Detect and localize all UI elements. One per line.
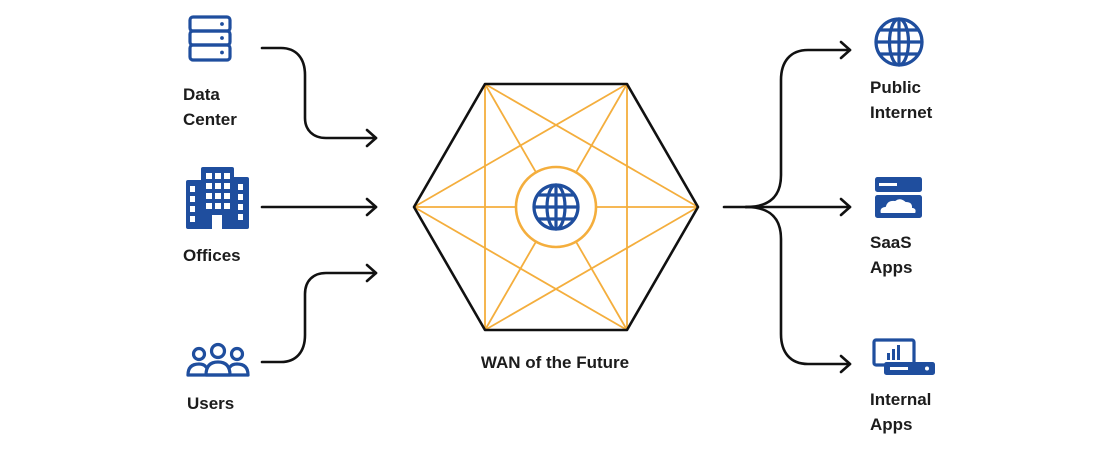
offices-label: Offices	[183, 246, 241, 265]
globe-icon	[874, 17, 924, 67]
internal-apps-flow	[744, 205, 852, 366]
globe-icon	[532, 183, 580, 231]
wan-label: WAN of the Future	[481, 353, 629, 372]
wan-hexagon-outline	[412, 82, 700, 332]
internal-apps-arrowhead	[839, 354, 852, 374]
incoming-flows	[260, 46, 378, 364]
office-building-icon	[186, 167, 249, 229]
internal-apps-label: Internal Apps	[870, 390, 936, 434]
outgoing-flows	[722, 40, 852, 374]
public-internet-label: Public Internet	[870, 78, 933, 122]
users-flow	[260, 271, 378, 364]
data-center-label: Data Center	[183, 85, 237, 129]
saas-arrowhead	[839, 197, 852, 217]
users-arrowhead	[365, 263, 378, 283]
public-internet-flow	[744, 48, 852, 209]
internal-apps-icon	[872, 338, 935, 375]
saas-apps-label: SaaS Apps	[870, 233, 916, 277]
users-group-icon	[186, 342, 250, 377]
saas-cloud-icon	[875, 177, 922, 218]
data-center-flow	[260, 46, 378, 140]
server-stack-icon	[188, 15, 232, 62]
public-internet-arrowhead	[839, 40, 852, 60]
data-center-arrowhead	[365, 128, 378, 148]
offices-arrowhead	[365, 197, 378, 217]
users-label: Users	[187, 394, 234, 413]
